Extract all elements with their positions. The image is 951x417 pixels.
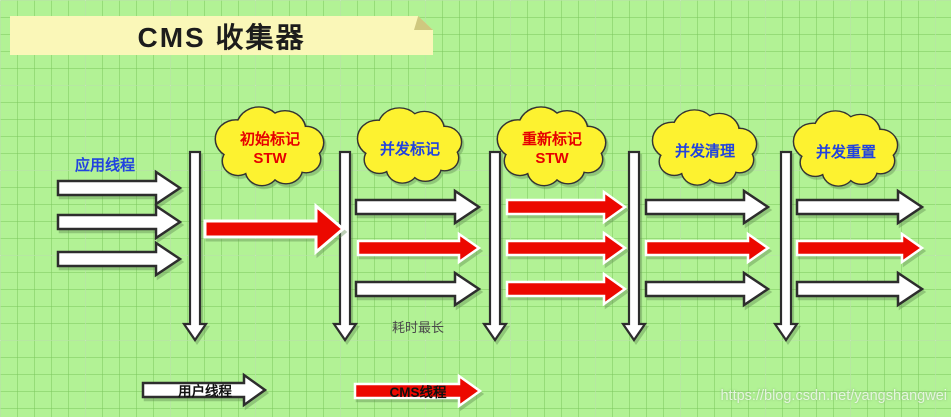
- remark-arrows: [505, 189, 628, 307]
- cloud-label-line1: 并发清理: [674, 142, 735, 160]
- phase-divider-arrow-1: [181, 150, 209, 342]
- app-thread-arrow-3: [56, 240, 183, 278]
- app-thread-arrow-1: [56, 169, 183, 207]
- cloud-label-concurrent-sweep: 并发清理: [635, 130, 775, 172]
- legend-user-thread-label: 用户线程: [178, 384, 232, 399]
- cloud-concurrent-reset: [792, 110, 899, 187]
- cloud-remark: [496, 106, 607, 187]
- page-title: CMS 收集器: [137, 21, 306, 53]
- cloud-label-line1: 并发重置: [815, 143, 876, 161]
- concurrent-mark-cms-arrow: [356, 231, 482, 265]
- concurrent-sweep-cms-arrow: [644, 231, 771, 265]
- cloud-initial-mark: [214, 106, 325, 187]
- cloud-label-line1: 并发标记: [379, 140, 440, 158]
- title-banner: CMS 收集器: [10, 16, 433, 55]
- remark-cms-arrow-3: [505, 271, 628, 307]
- phase-divider-arrow-3: [481, 150, 509, 342]
- phase-divider-arrow-2: [331, 150, 359, 342]
- cloud-label-concurrent-reset: 并发重置: [776, 131, 916, 173]
- cloud-concurrent-sweep: [651, 109, 758, 186]
- cloud-concurrent-mark: [356, 107, 463, 184]
- cloud-label-remark: 重新标记 STW: [482, 128, 622, 170]
- app-thread-arrows: [56, 169, 183, 278]
- concurrent-sweep-user-arrow-bottom: [644, 270, 771, 308]
- cloud-label-line1: 初始标记: [239, 131, 300, 148]
- remark-cms-arrow-1: [505, 189, 628, 225]
- initial-mark-stw-arrow: [203, 202, 346, 256]
- concurrent-mark-user-arrow-bottom: [354, 270, 482, 308]
- watermark-url: https://blog.csdn.net/yangshangwei: [720, 388, 947, 404]
- concurrent-reset-user-arrow-top: [795, 188, 925, 226]
- concurrent-mark-arrows: [354, 188, 482, 308]
- app-thread-arrow-2: [56, 203, 183, 241]
- phase-dividers: [181, 150, 800, 342]
- legend-cms-thread-arrow: [353, 373, 483, 409]
- concurrent-reset-user-arrow-bottom: [795, 270, 925, 308]
- remark-cms-arrow-2: [505, 230, 628, 266]
- concurrent-reset-cms-arrow: [795, 231, 925, 265]
- cloud-label-line2: STW: [253, 150, 287, 167]
- cloud-label-concurrent-mark: 并发标记: [340, 128, 480, 170]
- phase-divider-arrow-5: [772, 150, 800, 342]
- legend-user-thread-arrow: [141, 372, 268, 408]
- concurrent-mark-user-arrow-top: [354, 188, 482, 226]
- cloud-label-line2: STW: [535, 150, 569, 167]
- app-threads-label: 应用线程: [74, 156, 135, 174]
- phase-divider-arrow-4: [620, 150, 648, 342]
- cloud-label-initial-mark: 初始标记 STW: [200, 128, 340, 170]
- concurrent-sweep-user-arrow-top: [644, 188, 771, 226]
- concurrent-reset-arrows: [795, 188, 925, 308]
- cloud-label-line1: 重新标记: [521, 131, 582, 148]
- legend-cms-thread-label: CMS线程: [389, 385, 447, 400]
- longest-time-note: 耗时最长: [391, 319, 444, 335]
- concurrent-sweep-arrows: [644, 188, 771, 308]
